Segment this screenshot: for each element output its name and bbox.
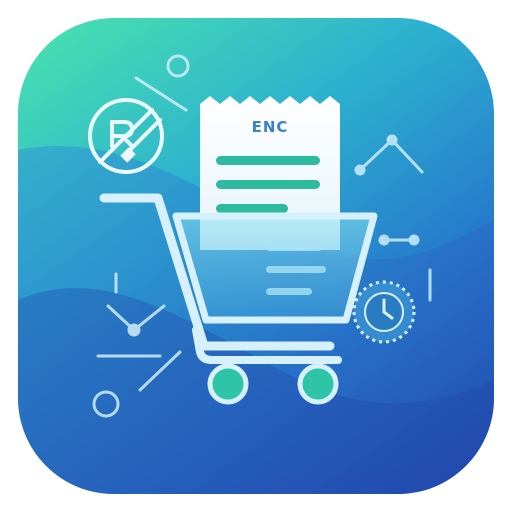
decor-dot-right-4 <box>408 234 420 246</box>
background-wave-lower <box>18 288 494 494</box>
shopping-cart-icon <box>99 193 378 405</box>
basket-line-3 <box>266 288 312 295</box>
clock-icon <box>352 280 416 344</box>
basket-line-1 <box>266 244 322 251</box>
cart-handle <box>99 193 335 351</box>
receipt: ENC <box>200 96 340 250</box>
decor-dot-right-1 <box>354 164 366 176</box>
decor-dot-right-3 <box>378 234 390 246</box>
decor-lines <box>92 54 432 418</box>
cart-wheel-left <box>207 363 249 405</box>
decor-dot-left-1 <box>127 323 141 337</box>
receipt-r-icon <box>88 98 164 174</box>
receipt-label: ENC <box>252 118 289 136</box>
cart-base <box>192 326 342 364</box>
receipt-line-1 <box>216 156 320 165</box>
decor-line-left-3 <box>138 350 182 392</box>
receipt-line-3 <box>216 204 288 213</box>
receipt-line-2 <box>216 180 320 189</box>
decor-circle-bottom <box>92 390 120 418</box>
cart-wheel-right <box>297 363 339 405</box>
basket-line-2 <box>266 266 326 273</box>
decor-circle-top <box>166 54 190 78</box>
decor-dot-right-2 <box>386 134 398 146</box>
decor-line-top <box>134 76 188 112</box>
